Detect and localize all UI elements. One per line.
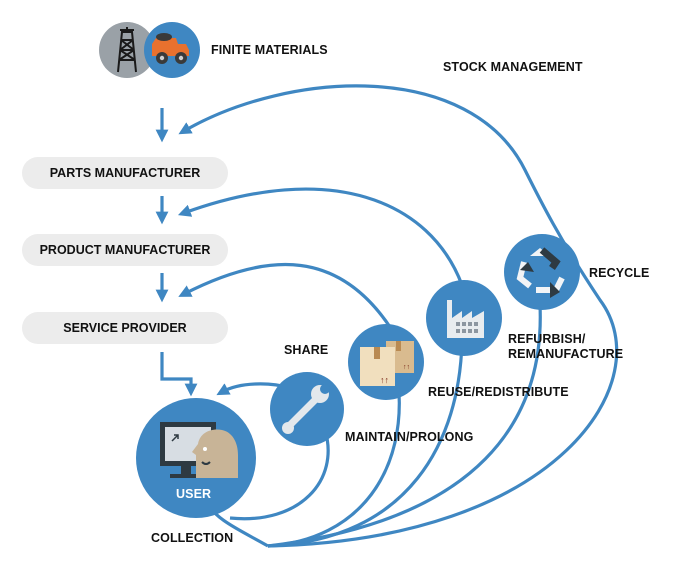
remanufacture-label: REMANUFACTURE <box>508 347 624 361</box>
chain-product-manufacturer: PRODUCT MANUFACTURER <box>22 234 228 266</box>
collection-label: COLLECTION <box>151 531 234 545</box>
share-label: SHARE <box>284 343 329 357</box>
user-computer-icon <box>136 398 256 518</box>
chain-parts-manufacturer: PARTS MANUFACTURER <box>22 157 228 189</box>
refurbish-label: REFURBISH/ <box>508 332 586 346</box>
oil-derrick-icon <box>99 22 155 78</box>
arrow-to-user <box>160 352 198 397</box>
maintain-label: MAINTAIN/PROLONG <box>345 430 474 444</box>
user-label: USER <box>176 487 212 501</box>
svg-text:↑↑: ↑↑ <box>380 375 389 385</box>
recycle-label: RECYCLE <box>589 266 650 280</box>
reuse-label: REUSE/REDISTRIBUTE <box>428 385 569 399</box>
factory-icon <box>426 280 502 356</box>
finite-materials-label: FINITE MATERIALS <box>211 43 328 57</box>
svg-text:↑↑: ↑↑ <box>403 364 410 371</box>
stock-management-label: STOCK MANAGEMENT <box>443 60 583 74</box>
chain-service-provider: SERVICE PROVIDER <box>22 312 228 344</box>
recycle-vertical <box>267 304 542 548</box>
recycle-icon <box>504 234 580 310</box>
boxes-icon: ↑↑ ↑↑ <box>348 324 424 400</box>
wrench-icon <box>270 372 344 446</box>
mining-truck-icon <box>144 22 200 78</box>
